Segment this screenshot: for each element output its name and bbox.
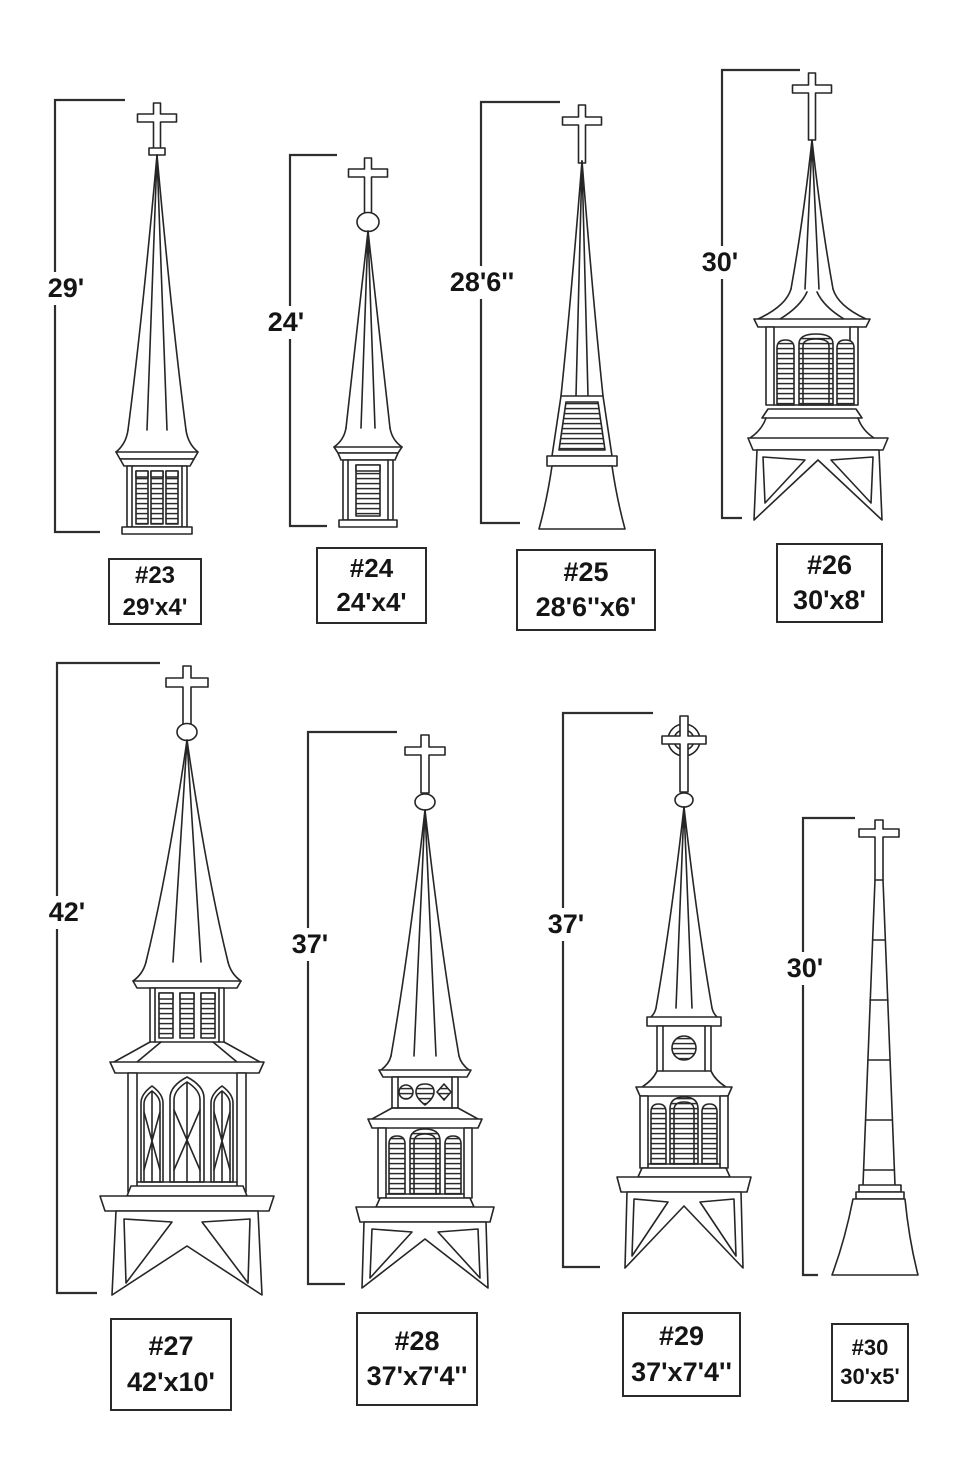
dimension-label-28: 37' [282,928,338,961]
spire [145,739,229,963]
label-box-24: #24 24'x4' [316,547,427,624]
belfry [126,1072,248,1197]
label-box-26: #26 30'x8' [776,543,883,623]
spire [390,809,460,1057]
ball-finial [674,792,694,808]
label-box-29: #29 37'x7'4'' [622,1312,741,1397]
steeple-size: 30'x8' [793,585,866,615]
steeple-size: 24'x4' [336,586,407,617]
belfry [375,1127,475,1208]
dimension-bracket-27 [55,661,160,1295]
label-box-23: #23 29'x4' [108,558,202,625]
spire [127,154,187,431]
spire [560,160,604,397]
steeple-28-drawing [355,734,495,1289]
cross-icon [561,104,603,164]
dimension-bracket-28 [306,730,397,1286]
steeple-25-drawing [538,104,626,530]
belfry [761,326,863,419]
dimension-label-23: 29' [38,272,94,305]
ball-finial [414,793,436,811]
dimension-label-25: 28'6'' [444,266,520,299]
steeple-29-drawing [616,715,752,1269]
platform [355,1206,495,1223]
dimension-label-27: 42' [39,896,95,929]
spire [655,806,713,1009]
steeple-number: #28 [394,1325,440,1356]
spire [790,139,834,290]
steeple-size: 30'x5' [840,1363,900,1389]
steeple-number: #30 [851,1334,889,1360]
label-box-30: #30 30'x5' [831,1323,909,1402]
steeple-number: #26 [806,549,853,580]
dimension-bracket-25 [479,100,560,525]
platform [616,1176,752,1193]
belfry-roof [367,1107,483,1129]
cross-icon [791,72,833,141]
belfry-roof [109,1041,265,1074]
steeple-size: 42'x10' [127,1366,215,1397]
steeple-24-drawing [333,157,403,528]
dimension-label-30: 30' [777,952,833,985]
cross-icon [165,665,209,725]
cupola [656,1025,712,1072]
steeple-number: #24 [349,552,394,583]
ornament-section [391,1076,459,1109]
dimension-label-29: 37' [538,908,594,941]
dimension-bracket-24 [288,153,337,528]
steeple-size: 37'x7'4'' [366,1361,468,1391]
cross-icon [136,102,178,153]
roof-saddle-base [753,449,883,521]
dimension-bracket-30 [801,816,855,1277]
platform [99,1195,275,1212]
roof-saddle-base [111,1210,263,1296]
louvered-base [338,459,398,528]
label-box-28: #28 37'x7'4'' [356,1312,478,1406]
base-skirt [538,465,626,530]
steeple-number: #27 [148,1331,194,1362]
segmented-pole [862,879,896,1186]
roof-saddle-base [361,1221,489,1289]
steeple-30-drawing [831,819,919,1276]
steeple-size: 29'x4' [122,593,188,621]
cross-icon [347,157,389,214]
cross-icon [404,734,446,794]
celtic-cross-icon [661,715,707,793]
base-skirt [831,1198,919,1276]
steeple-27-drawing [99,665,275,1296]
louvered-section [551,395,613,457]
roof-saddle-base [624,1191,744,1269]
dimension-bracket-26 [720,68,800,520]
steeple-23-drawing [115,102,199,535]
belfry-roof [635,1070,733,1097]
dimension-label-26: 30' [692,246,748,279]
louvered-base [121,465,193,535]
label-box-27: #27 42'x10' [110,1318,232,1411]
steeple-number: #29 [658,1321,705,1352]
ball-finial [176,722,198,742]
cross-icon [858,819,900,881]
ball-finial [356,211,380,233]
steeple-number: #23 [134,562,176,590]
label-box-25: #25 28'6''x6' [516,549,656,631]
round-louver [671,1035,697,1061]
belfry [637,1095,731,1178]
dimension-bracket-29 [561,711,653,1269]
dome-roof [753,288,871,328]
steeple-size: 28'6''x6' [535,592,637,622]
steeple-number: #25 [563,556,609,587]
dimension-bracket-23 [53,98,125,534]
spire [345,230,391,429]
louvered-cupola [149,987,225,1043]
dimension-label-24: 24' [258,306,314,339]
steeple-26-drawing [747,72,889,521]
steeple-size: 37'x7'4'' [631,1356,732,1387]
